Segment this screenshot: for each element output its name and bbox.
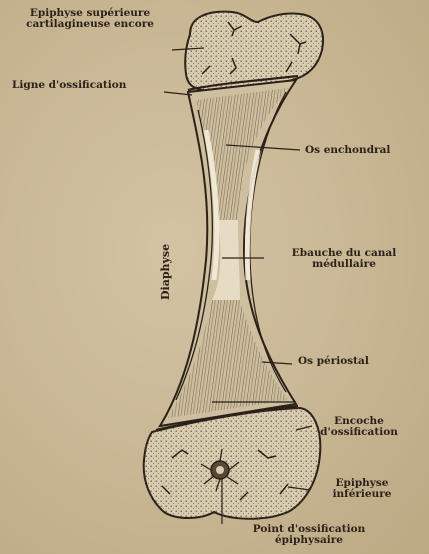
label-ossification-line: Ligne d'ossification [12, 80, 126, 91]
label-epiphyseal-ossification-point: Point d'ossification épiphysaire [224, 524, 394, 546]
label-medullary-canal-line2: médullaire [282, 259, 406, 270]
label-ossification-notch-line2: d'ossification [294, 427, 424, 438]
label-epiphyseal-point-line2: épiphysaire [224, 535, 394, 546]
label-upper-epiphysis-line2: cartilagineuse encore [4, 19, 176, 30]
label-periosteal-bone: Os périostal [298, 356, 369, 367]
label-lower-epiphysis-line2: inférieure [312, 489, 412, 500]
label-lower-epiphysis: Epiphyse inférieure [312, 478, 412, 500]
label-enchondral-bone: Os enchondral [305, 145, 390, 156]
label-medullary-canal: Ebauche du canal médullaire [282, 248, 406, 270]
label-upper-epiphysis: Epiphyse supérieure cartilagineuse encor… [4, 8, 176, 30]
label-diaphysis: Diaphyse [159, 244, 172, 300]
label-ossification-notch: Encoche d'ossification [294, 416, 424, 438]
